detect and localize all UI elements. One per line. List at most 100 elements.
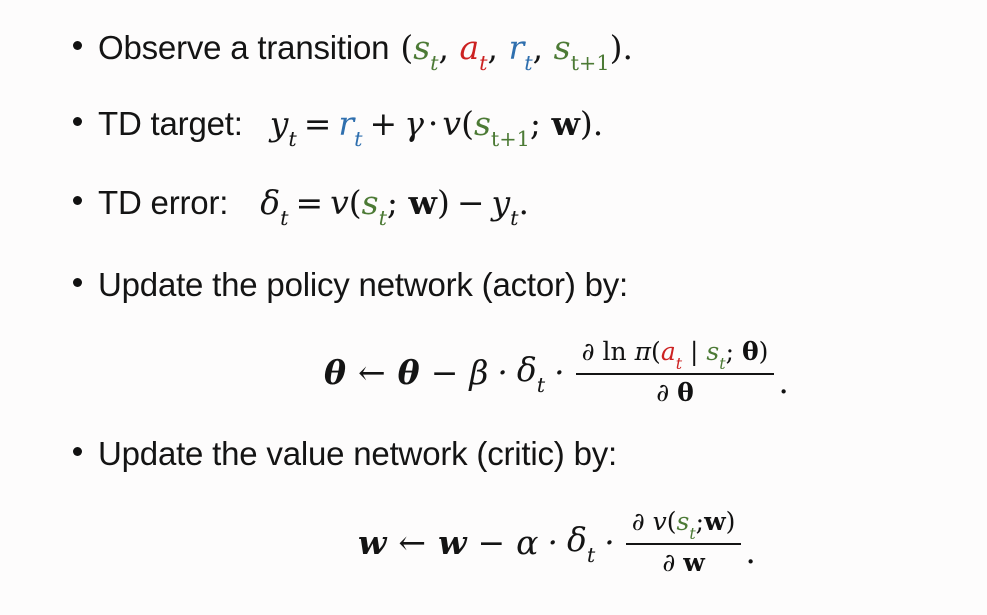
bullet-label-td-target: TD target: <box>98 105 243 142</box>
symbol-partial: ∂ <box>631 507 645 536</box>
fraction-numerator: ∂ v(st;w) <box>626 508 742 543</box>
bullet-td-target: TD target: yt=rt+γ·v(st+1; w). <box>73 104 604 152</box>
symbol-partial: ∂ <box>656 377 670 407</box>
symbol-v: v <box>330 183 349 222</box>
equation-td-target: yt=rt+γ·v(st+1; w). <box>243 104 604 152</box>
operator-minus: − <box>430 352 459 392</box>
fraction-bar <box>575 372 775 375</box>
bullet-label-update-policy-network: Update the policy network (actor) by: <box>98 266 629 303</box>
symbol-gamma: γ <box>404 104 424 143</box>
paren-open: ( <box>651 337 661 366</box>
symbol-delta-t: δt <box>516 349 546 397</box>
bullet-update-value-network: Update the value network (critic) by: <box>73 437 617 470</box>
paren-close: ) <box>725 507 736 536</box>
symbol-reward-t: rt <box>508 28 533 76</box>
bullet-dot-icon <box>73 41 82 50</box>
operator-minus: − <box>456 183 485 222</box>
bullet-observe-transition: Observe a transition (st, at, rt, st+1). <box>73 28 633 76</box>
symbol-partial: ∂ <box>662 547 676 577</box>
bullet-label-update-value-network: Update the value network (critic) by: <box>98 435 617 472</box>
fraction-value-gradient: ∂ v(st;w) ∂ w <box>625 508 742 577</box>
symbol-state-t: st <box>676 507 696 543</box>
period: . <box>745 531 756 571</box>
symbol-w-vector: w <box>704 507 726 536</box>
symbol-y-t: yt <box>491 183 519 231</box>
period: . <box>778 361 789 401</box>
paren-close: ) <box>579 104 593 143</box>
symbol-beta: β <box>469 352 489 392</box>
semicolon: ; <box>695 507 705 536</box>
bullet-dot-icon <box>73 196 82 205</box>
comma: , <box>438 28 460 67</box>
symbol-w-vector: w <box>683 547 705 577</box>
symbol-y-t: yt <box>269 104 297 152</box>
symbol-v: v <box>652 507 667 536</box>
symbol-delta-t: δt <box>260 183 289 231</box>
comma: , <box>532 28 554 67</box>
mid-bar: | <box>682 337 707 366</box>
bullet-dot-icon <box>73 278 82 287</box>
operator-plus: + <box>369 104 398 143</box>
fraction-numerator: ∂ ln π(at | st; θ) <box>576 338 775 373</box>
symbol-w-rhs: w <box>438 522 467 562</box>
paren-open: ( <box>400 28 414 67</box>
operator-cdot: · <box>554 352 565 392</box>
paren-close: ) <box>609 28 623 67</box>
comma: , <box>487 28 509 67</box>
semicolon: ; <box>529 104 552 143</box>
paren-close: ) <box>436 183 450 222</box>
symbol-state-t-plus-1: st+1 <box>553 28 610 76</box>
symbol-action-t: at <box>459 28 488 76</box>
semicolon: ; <box>725 337 742 366</box>
paren-open: ( <box>666 507 677 536</box>
symbol-partial: ∂ <box>581 337 595 366</box>
bullet-dot-icon <box>73 117 82 126</box>
operator-equals: = <box>295 183 324 222</box>
symbol-v: v <box>442 104 462 143</box>
bullet-update-policy-network: Update the policy network (actor) by: <box>73 268 628 301</box>
symbol-state-t-plus-1: st+1 <box>473 104 530 152</box>
equation-td-error: δt=v(st; w)−yt. <box>228 183 530 231</box>
paren-open: ( <box>348 183 362 222</box>
bullet-dot-icon <box>73 447 82 456</box>
symbol-alpha: α <box>516 522 539 562</box>
symbol-w-vector: w <box>551 104 580 143</box>
operator-cdot: · <box>604 522 615 562</box>
symbol-theta: θ <box>741 337 759 366</box>
equation-observe-transition: (st, at, rt, st+1). <box>389 28 633 76</box>
operator-cdot: · <box>497 352 508 392</box>
bullet-td-error: TD error: δt=v(st; w)−yt. <box>73 183 530 231</box>
fraction-denominator: ∂ θ <box>650 375 700 407</box>
symbol-state-t: st <box>413 28 439 76</box>
symbol-delta-t: δt <box>566 519 596 567</box>
period: . <box>592 104 604 143</box>
symbol-state-t: st <box>361 183 387 231</box>
symbol-action-t: at <box>660 337 683 373</box>
symbol-theta: θ <box>677 377 694 407</box>
bullet-label-observe-transition: Observe a transition <box>98 29 390 66</box>
period: . <box>622 28 633 67</box>
operator-minus: − <box>477 522 506 562</box>
period: . <box>518 183 530 222</box>
symbol-theta-lhs: θ <box>324 352 347 392</box>
symbol-state-t: st <box>706 337 726 373</box>
bullet-label-td-error: TD error: <box>98 184 229 221</box>
fraction-denominator: ∂ w <box>656 545 710 577</box>
paren-open: ( <box>461 104 474 143</box>
symbol-reward-t: rt <box>338 104 363 152</box>
operator-equals: = <box>303 104 332 143</box>
symbol-theta-rhs: θ <box>397 352 420 392</box>
operator-leftarrow: ← <box>398 522 427 562</box>
symbol-pi: π <box>634 337 652 366</box>
symbol-w-vector: w <box>408 183 437 222</box>
operator-cdot: · <box>547 522 558 562</box>
equation-update-policy-network: θ ← θ − β · δt · ∂ ln π(at | st; θ) ∂ θ … <box>324 338 789 407</box>
paren-close: ) <box>758 337 769 366</box>
operator-leftarrow: ← <box>358 352 386 392</box>
fraction-policy-gradient: ∂ ln π(at | st; θ) ∂ θ <box>575 338 775 407</box>
symbol-w-lhs: w <box>358 522 387 562</box>
semicolon: ; <box>386 183 409 222</box>
fraction-bar <box>625 542 742 545</box>
symbol-ln: ln <box>602 337 627 366</box>
